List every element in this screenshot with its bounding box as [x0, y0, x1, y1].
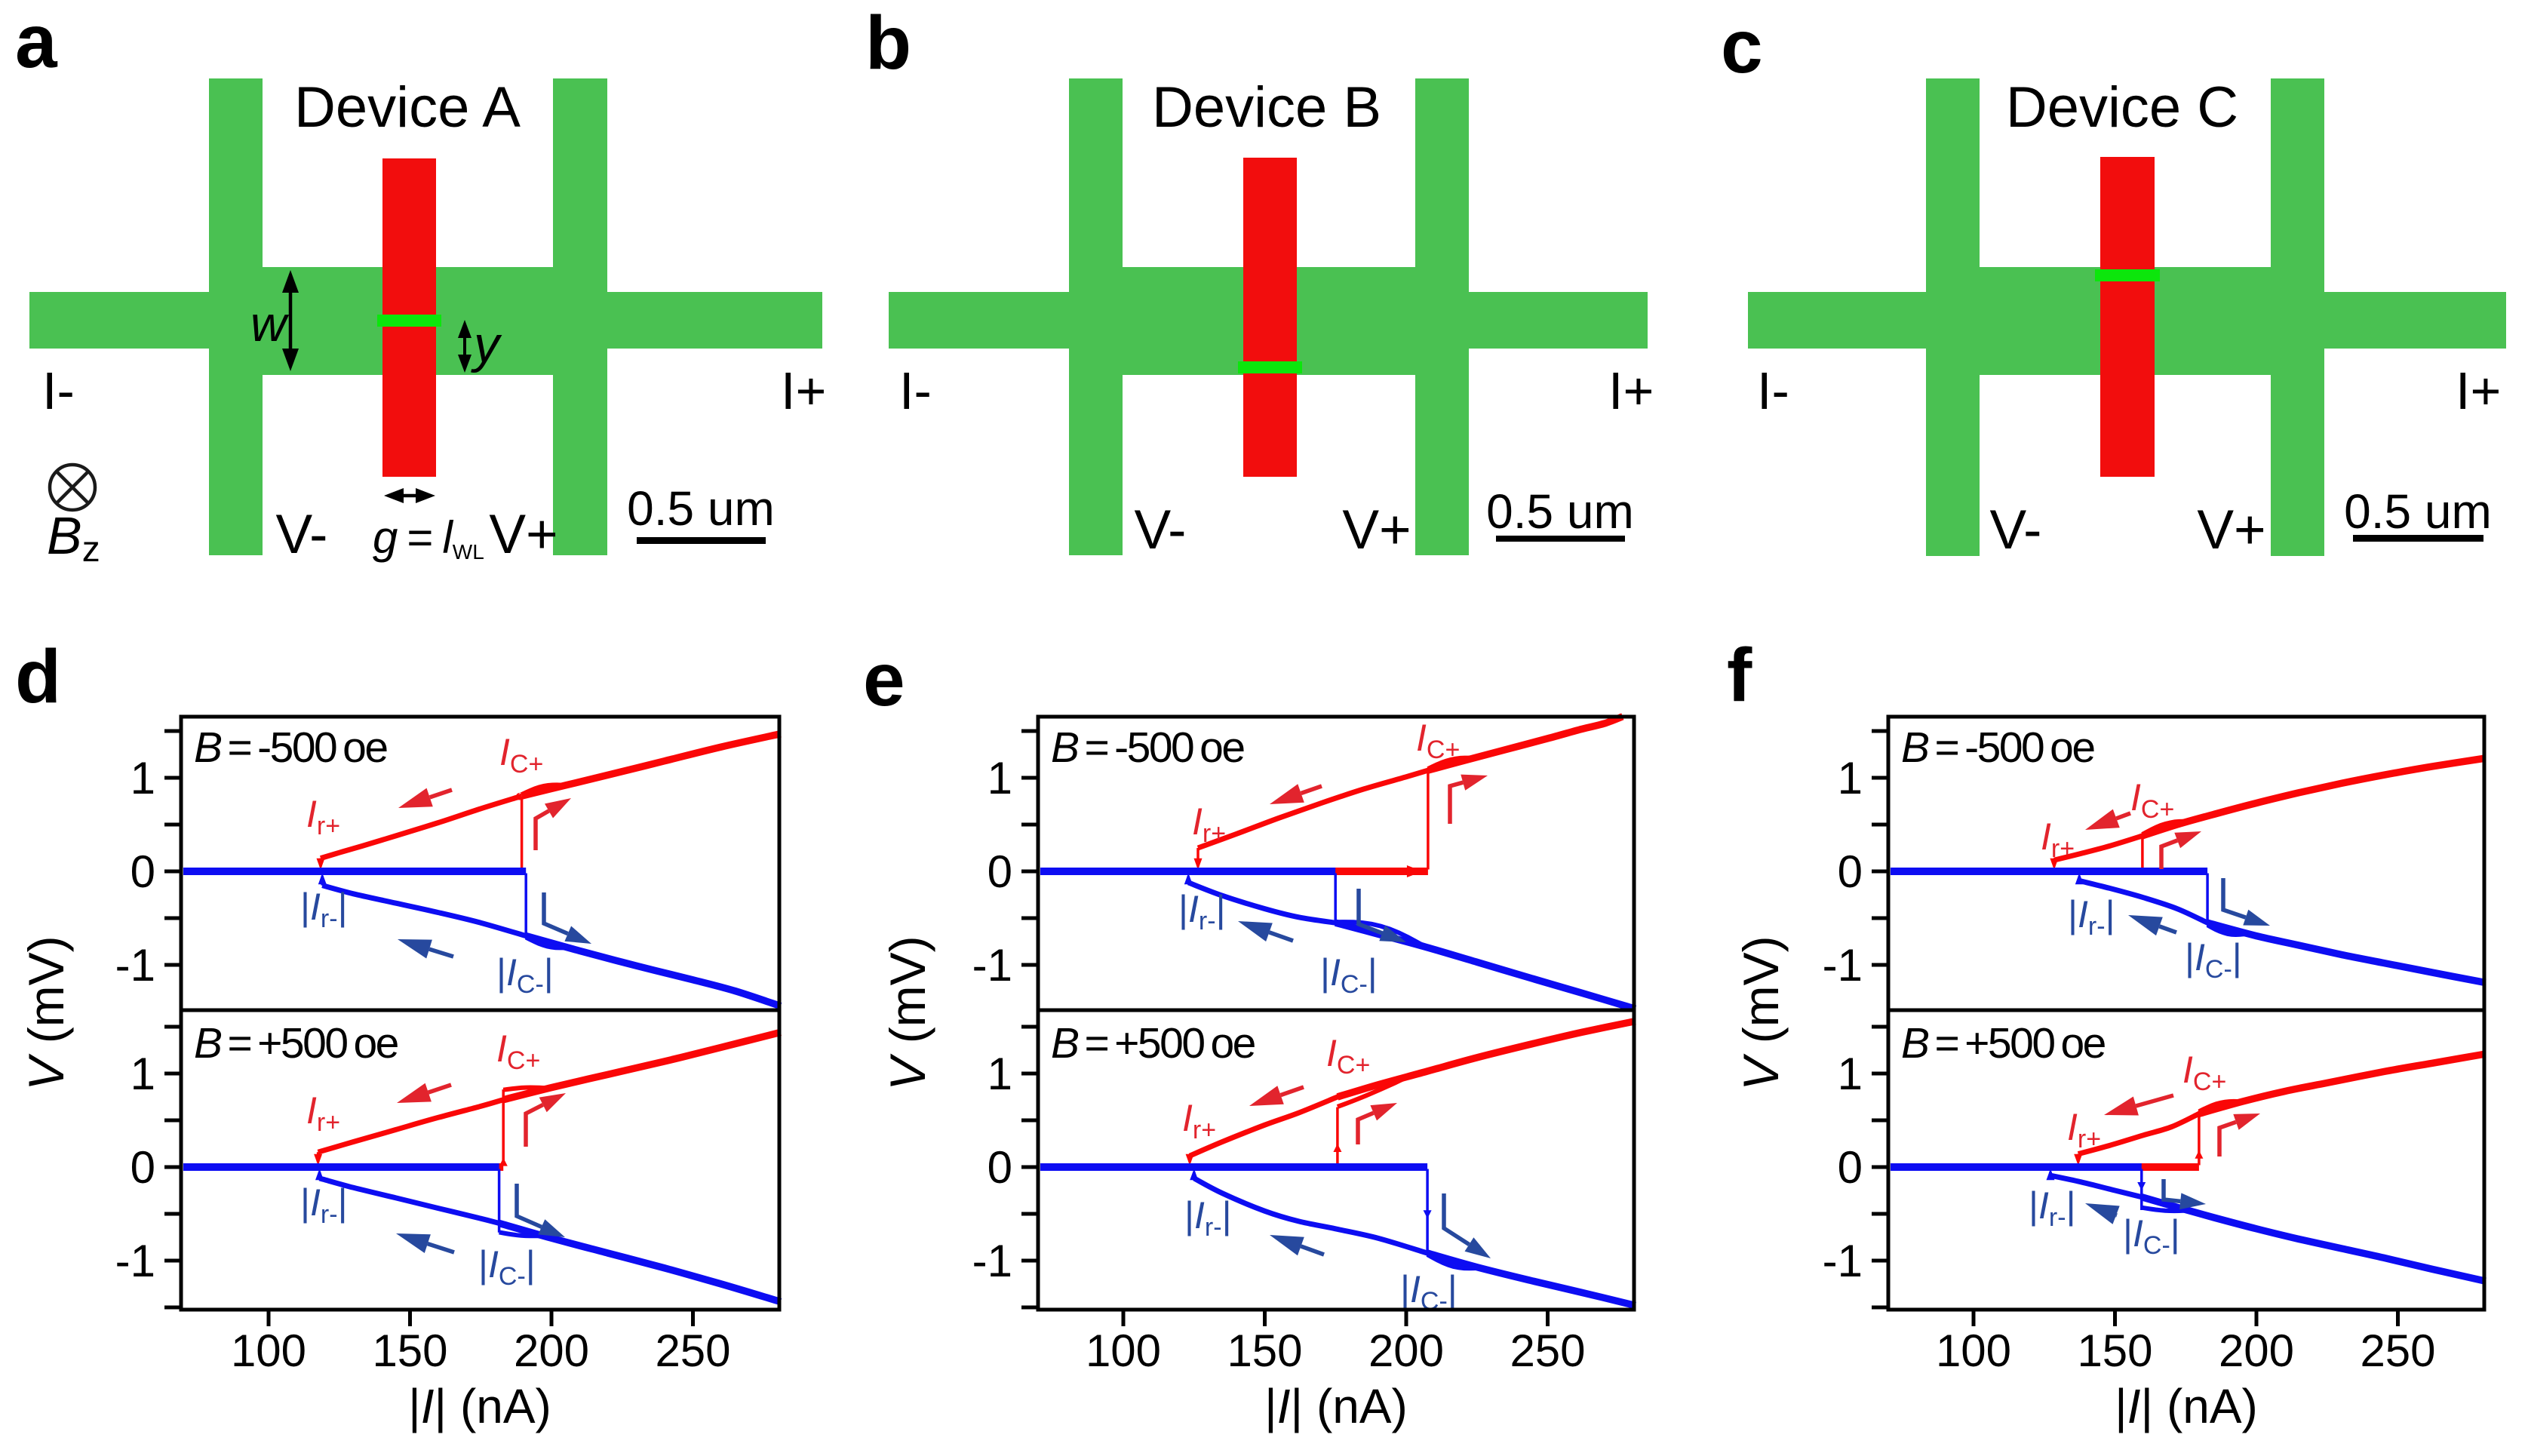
svg-text:IC+: IC+	[2130, 776, 2174, 824]
svg-text:Ir+: Ir+	[306, 793, 340, 840]
svg-text:Ir+: Ir+	[2041, 816, 2075, 863]
svg-text:Ir+: Ir+	[1182, 1097, 1216, 1144]
svg-text:V (mV): V (mV)	[1733, 935, 1789, 1090]
svg-text:Ir+: Ir+	[1192, 800, 1226, 848]
svg-text:|I| (nA): |I| (nA)	[408, 1379, 551, 1433]
svg-text:150: 150	[1227, 1325, 1302, 1376]
svg-text:150: 150	[372, 1325, 447, 1376]
svg-text:B = -500 oe: B = -500 oe	[194, 723, 387, 772]
svg-text:y: y	[471, 316, 502, 373]
svg-text:V+: V+	[489, 504, 558, 565]
svg-text:IC+: IC+	[2182, 1049, 2226, 1096]
svg-text:|IC-|: |IC-|	[2185, 936, 2242, 984]
svg-text:0.5 um: 0.5 um	[2344, 484, 2492, 539]
svg-text:1: 1	[988, 753, 1012, 803]
svg-text:1: 1	[988, 1049, 1012, 1099]
svg-text:I-: I-	[1757, 361, 1789, 420]
svg-text:|I| (nA): |I| (nA)	[1264, 1379, 1408, 1433]
svg-text:f: f	[1727, 633, 1752, 717]
svg-text:V+: V+	[1342, 499, 1411, 561]
svg-text:0.5 um: 0.5 um	[627, 481, 775, 536]
svg-text:I-: I-	[899, 361, 932, 420]
svg-text:150: 150	[2077, 1325, 2152, 1376]
svg-text:100: 100	[1086, 1325, 1161, 1376]
svg-text:0: 0	[131, 846, 155, 897]
svg-text:B = +500 oe: B = +500 oe	[1901, 1019, 2106, 1067]
svg-text:-1: -1	[972, 1236, 1012, 1286]
svg-text:200: 200	[1368, 1325, 1444, 1376]
svg-text:1: 1	[131, 1049, 155, 1099]
svg-text:|Ir-|: |Ir-|	[2068, 893, 2115, 941]
svg-text:100: 100	[1936, 1325, 2011, 1376]
svg-text:Device B: Device B	[1152, 75, 1381, 140]
svg-text:V-: V-	[1135, 499, 1187, 561]
svg-text:250: 250	[2360, 1325, 2435, 1376]
svg-text:I+: I+	[2456, 361, 2501, 420]
svg-text:-1: -1	[972, 940, 1012, 991]
svg-text:b: b	[865, 1, 911, 85]
svg-text:Device A: Device A	[294, 75, 521, 140]
svg-text:1: 1	[131, 753, 155, 803]
svg-text:IC+: IC+	[499, 731, 543, 779]
svg-text:V+: V+	[2197, 499, 2265, 561]
svg-text:0: 0	[1838, 846, 1863, 897]
svg-text:a: a	[15, 0, 58, 84]
svg-text:d: d	[15, 634, 61, 719]
svg-text:200: 200	[2219, 1325, 2294, 1376]
svg-text:200: 200	[514, 1325, 589, 1376]
svg-text:B = -500 oe: B = -500 oe	[1901, 723, 2094, 772]
svg-text:0: 0	[988, 846, 1012, 897]
svg-text:w: w	[250, 296, 290, 352]
svg-text:IC+: IC+	[496, 1027, 540, 1075]
svg-text:IC+: IC+	[1416, 717, 1460, 764]
svg-text:-1: -1	[115, 1236, 155, 1286]
svg-text:0: 0	[988, 1142, 1012, 1193]
svg-text:|Ir-|: |Ir-|	[1184, 1194, 1232, 1242]
svg-text:|IC-|: |IC-|	[2123, 1212, 2180, 1260]
svg-text:B = -500 oe: B = -500 oe	[1051, 723, 1244, 772]
svg-text:B = +500 oe: B = +500 oe	[1051, 1019, 1255, 1067]
svg-text:-1: -1	[115, 940, 155, 991]
svg-text:I-: I-	[42, 361, 75, 420]
svg-text:-1: -1	[1823, 1236, 1863, 1286]
svg-text:Ir+: Ir+	[306, 1089, 340, 1137]
svg-text:0.5 um: 0.5 um	[1486, 484, 1634, 539]
svg-text:Device C: Device C	[2006, 75, 2238, 140]
svg-text:250: 250	[655, 1325, 730, 1376]
svg-text:100: 100	[231, 1325, 306, 1376]
svg-text:1: 1	[1838, 753, 1863, 803]
svg-text:0: 0	[131, 1142, 155, 1193]
svg-text:250: 250	[1510, 1325, 1585, 1376]
svg-text:|I| (nA): |I| (nA)	[2115, 1379, 2258, 1433]
svg-text:c: c	[1721, 5, 1763, 89]
svg-text:B = +500 oe: B = +500 oe	[194, 1019, 398, 1067]
svg-text:e: e	[863, 637, 905, 722]
svg-text:|Ir-|: |Ir-|	[300, 1181, 348, 1229]
svg-text:|Ir-|: |Ir-|	[2029, 1184, 2076, 1232]
svg-text:Ir+: Ir+	[2067, 1106, 2101, 1153]
svg-text:I+: I+	[1608, 361, 1654, 420]
svg-text:|IC-|: |IC-|	[1320, 951, 1378, 999]
svg-text:-1: -1	[1823, 940, 1863, 991]
svg-text:I+: I+	[781, 361, 826, 420]
svg-text:V (mV): V (mV)	[880, 935, 935, 1090]
svg-text:V-: V-	[1990, 499, 2042, 561]
svg-text:V (mV): V (mV)	[18, 935, 74, 1090]
svg-text:1: 1	[1838, 1049, 1863, 1099]
svg-text:V-: V-	[276, 504, 328, 565]
svg-text:IC+: IC+	[1326, 1032, 1370, 1080]
svg-text:0: 0	[1838, 1142, 1863, 1193]
